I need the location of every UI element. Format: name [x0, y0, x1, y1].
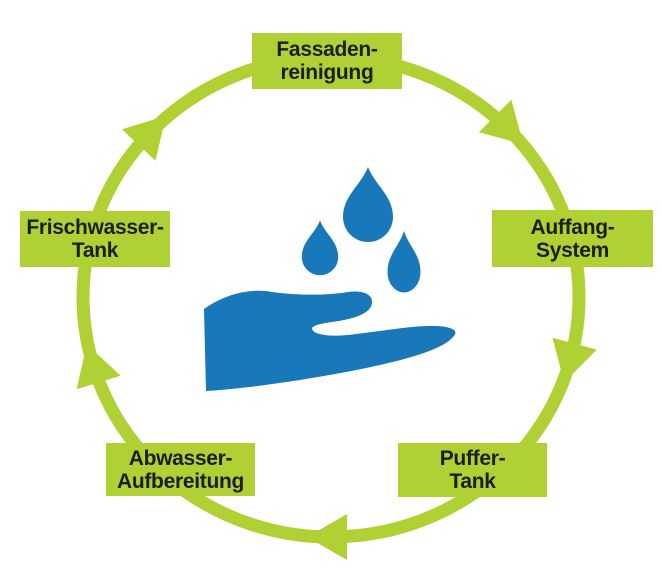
node-auffang-system: Auffang- System [492, 210, 653, 267]
node-label-line: reinigung [280, 61, 374, 84]
node-label-line: Frischwasser- [26, 216, 164, 239]
water-drop-icon [301, 220, 339, 276]
node-label-line: Abwasser- [128, 446, 233, 470]
cycle-arrow-icon [76, 344, 121, 390]
cycle-arrow-icon [478, 99, 524, 145]
node-label-line: Fassaden- [276, 38, 378, 61]
node-abwasser-aufbereitung: Abwasser- Aufbereitung [106, 443, 255, 496]
node-frischwasser-tank: Frischwasser- Tank [20, 211, 170, 267]
node-label-line: Tank [449, 470, 496, 493]
node-label-line: Puffer- [439, 447, 506, 470]
node-label-line: Tank [71, 239, 119, 262]
hand-with-drops-icon [204, 167, 456, 391]
cycle-arrow-icon [307, 514, 347, 560]
cycle-arrow-icon [121, 115, 166, 161]
node-label-line: Aufbereitung [116, 469, 245, 493]
node-fassadenreinigung: Fassaden- reinigung [252, 33, 402, 89]
water-drop-icon [387, 231, 421, 293]
cycle-arrow-icon [552, 337, 597, 383]
hand-icon [204, 290, 456, 391]
water-drop-icon [343, 167, 393, 242]
node-label-line: System [536, 238, 609, 262]
node-label-line: Auffang- [530, 215, 615, 239]
node-puffer-tank: Puffer- Tank [398, 443, 547, 497]
